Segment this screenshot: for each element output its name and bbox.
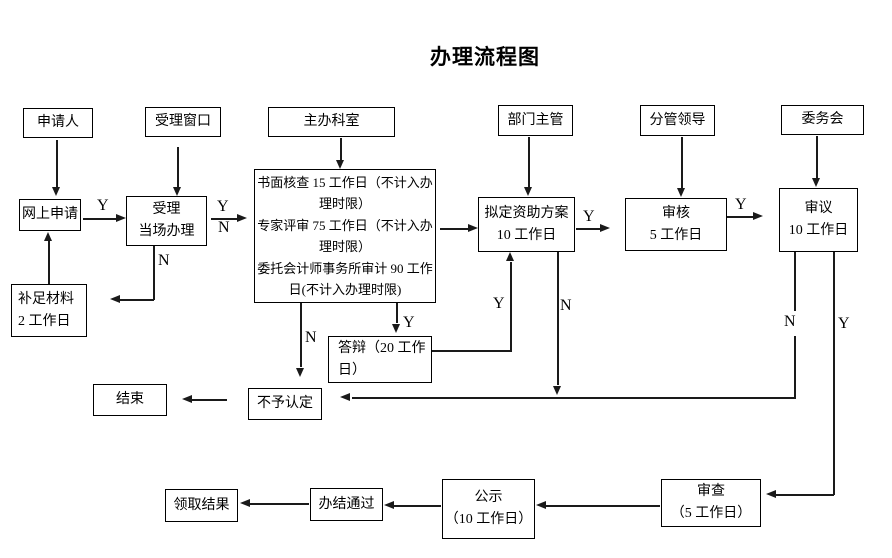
edge-delib-yes-vline — [833, 252, 835, 495]
edge-complete-result-arrowhead — [240, 499, 250, 507]
edge-window-accept-arrowhead — [173, 187, 181, 196]
edge-examine-publicity-arrowhead — [536, 501, 546, 509]
edge-reject-end-arrowhead — [182, 395, 192, 403]
edge-accept-process-line — [211, 218, 237, 220]
edge-leader-review-line — [681, 137, 683, 188]
edge-delib-examine-arrowhead — [766, 490, 776, 498]
node-committee: 委务会 — [781, 105, 864, 135]
edge-committee-delib-arrowhead — [812, 178, 820, 187]
node-deliberation: 审议 10 工作日 — [779, 188, 858, 252]
edge-review-delib-label-yes: Y — [735, 196, 747, 213]
edge-accept-no-label: N — [158, 252, 170, 269]
edge-process-defense-line — [396, 303, 398, 323]
edge-online-accept-line — [83, 218, 116, 220]
edge-supplement-online-arrowhead — [44, 232, 52, 241]
edge-defense-plan-hline — [432, 350, 512, 352]
edge-examine-publicity-line — [546, 505, 660, 507]
node-leader: 分管领导 — [640, 105, 715, 136]
edge-process-reject-label-no: N — [305, 329, 317, 346]
edge-leader-review-arrowhead — [677, 188, 685, 197]
edge-accept-no-arrowhead — [110, 295, 120, 303]
edge-process-reject-arrowhead — [296, 368, 304, 377]
edge-defense-plan-label-yes: Y — [493, 295, 505, 312]
node-examine: 审查 （5 工作日） — [661, 479, 761, 527]
edge-plan-review-line — [576, 228, 600, 230]
edge-process-defense-arrowhead — [392, 324, 400, 333]
node-end: 结束 — [93, 384, 167, 416]
node-review: 审核 5 工作日 — [625, 198, 727, 251]
node-dept-head: 部门主管 — [498, 105, 573, 136]
edge-review-delib-arrowhead — [753, 212, 763, 220]
edge-accept-no-vline — [153, 246, 155, 300]
edge-process-reject-line — [300, 303, 302, 367]
edge-complete-result-line — [250, 503, 309, 505]
edge-process-plan-arrowhead — [468, 224, 478, 232]
node-defense: 答辩（20 工作 日） — [328, 336, 432, 383]
edge-depthead-plan-line — [528, 137, 530, 187]
node-applicant: 申请人 — [23, 108, 93, 138]
node-accept: 受理 当场办理 — [126, 196, 207, 246]
edge-applicant-online-line — [56, 140, 58, 188]
edge-office-process-line — [340, 138, 342, 161]
edge-window-accept-line — [177, 147, 179, 188]
edge-applicant-online-arrowhead — [52, 187, 60, 196]
edge-reject-long-arrowhead — [340, 393, 350, 401]
edge-online-accept-arrowhead — [116, 214, 126, 222]
edge-committee-delib-line — [816, 136, 818, 178]
node-online-apply: 网上申请 — [19, 199, 81, 231]
edge-office-process-arrowhead — [336, 160, 344, 169]
node-complete: 办结通过 — [310, 488, 383, 521]
edge-depthead-plan-arrowhead — [524, 187, 532, 196]
edge-process-plan-line — [440, 228, 468, 230]
edge-accept-process-arrowhead — [237, 214, 247, 222]
edge-publicity-complete-arrowhead — [384, 501, 394, 509]
edge-delib-examine-hline — [771, 494, 834, 496]
edge-accept-process-label-yes: Y — [217, 198, 229, 215]
edge-reject-end-line — [190, 399, 227, 401]
edge-reject-long-line — [352, 397, 796, 399]
node-main-office: 主办科室 — [268, 107, 395, 137]
edge-online-accept-label-yes: Y — [97, 197, 109, 214]
edge-defense-plan-vline — [510, 262, 512, 351]
edge-delib-no-label: N — [784, 313, 796, 330]
node-result: 领取结果 — [165, 489, 238, 522]
edge-delib-yes-label: Y — [838, 315, 850, 332]
edge-supplement-online-line — [48, 240, 50, 284]
node-publicity: 公示 （10 工作日） — [442, 479, 535, 539]
edge-plan-no-arrowhead — [553, 386, 561, 395]
node-process: 书面核查 15 工作日（不计入办 理时限） 专家评审 75 工作日（不计入办 理… — [254, 169, 436, 303]
node-plan: 拟定资助方案 10 工作日 — [478, 197, 575, 252]
node-accept-window: 受理窗口 — [145, 107, 221, 137]
edge-plan-review-label-yes: Y — [583, 208, 595, 225]
edge-accept-process-label-no: N — [218, 219, 230, 236]
edge-plan-no-label: N — [560, 297, 572, 314]
edge-delib-no-line-lower — [794, 336, 796, 398]
page-title: 办理流程图 — [430, 45, 540, 69]
edge-plan-no-line — [557, 252, 559, 385]
edge-defense-plan-arrowhead — [506, 252, 514, 261]
edge-accept-no-hline — [120, 299, 154, 301]
edge-plan-review-arrowhead — [600, 224, 610, 232]
edge-process-defense-label-yes: Y — [403, 314, 415, 331]
node-reject: 不予认定 — [248, 388, 322, 420]
edge-review-delib-line — [727, 216, 753, 218]
edge-delib-no-line-upper — [794, 252, 796, 311]
edge-publicity-complete-line — [394, 505, 441, 507]
node-supplement: 补足材料 2 工作日 — [11, 284, 87, 337]
